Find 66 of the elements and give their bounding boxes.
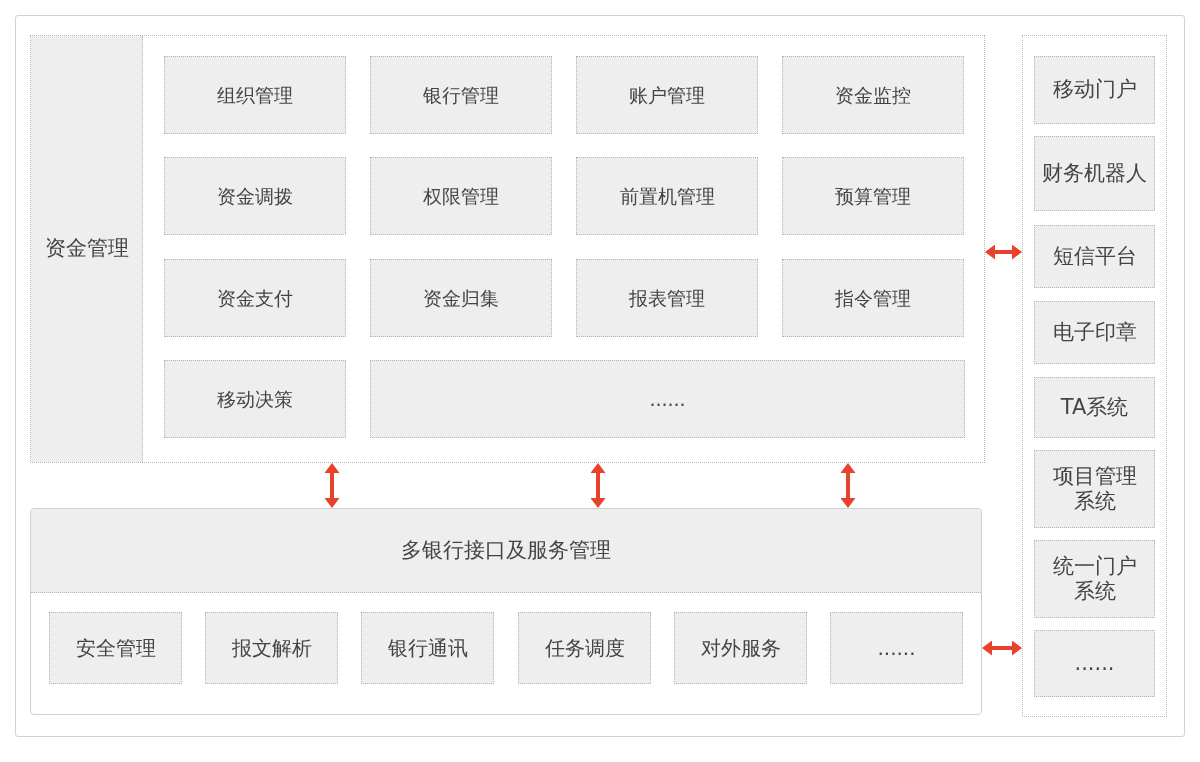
system-box (1034, 630, 1155, 697)
ellipsis-text: ...... (1074, 650, 1115, 677)
service-box (49, 612, 182, 684)
service-box (361, 612, 494, 684)
module-name: 前置机管理 (619, 184, 715, 208)
service-name: 对外服务 (700, 636, 781, 660)
service-name: 报文解析 (231, 636, 312, 660)
system-box (1034, 56, 1155, 124)
system-box (1034, 450, 1155, 528)
module-panel (30, 35, 985, 463)
double-arrow (982, 640, 1022, 656)
system-box (1034, 225, 1155, 288)
system-name: 统一门户系统 (1051, 553, 1138, 605)
system-name: 财务机器人 (1042, 160, 1147, 187)
service-box (674, 612, 807, 684)
panel-title: 资金管理 (44, 236, 129, 262)
module-box (164, 259, 346, 337)
double-arrow (840, 463, 856, 508)
system-name: 电子印章 (1052, 319, 1137, 346)
service-panel (30, 508, 982, 715)
module-box (370, 360, 965, 438)
system-name: 短信平台 (1052, 243, 1137, 270)
service-box (518, 612, 651, 684)
system-box (1034, 301, 1155, 364)
module-name: 权限管理 (423, 184, 499, 208)
module-box (164, 157, 346, 235)
system-name: 移动门户 (1052, 77, 1137, 103)
module-name: 账户管理 (629, 83, 705, 107)
service-box (205, 612, 338, 684)
service-name: 安全管理 (75, 636, 156, 660)
module-name: 银行管理 (423, 83, 499, 107)
module-box (370, 157, 552, 235)
system-box (1034, 540, 1155, 618)
system-name: TA系统 (1060, 394, 1129, 421)
double-arrow (324, 463, 340, 508)
module-box (576, 56, 758, 134)
system-name: 项目管理系统 (1051, 463, 1138, 515)
double-arrow (985, 244, 1022, 260)
module-box (782, 157, 964, 235)
module-box (164, 56, 346, 134)
module-box (370, 56, 552, 134)
module-name: 资金监控 (835, 83, 911, 107)
module-name: 移动决策 (217, 387, 293, 411)
module-name: 资金支付 (217, 286, 293, 310)
module-name: 预算管理 (835, 184, 911, 208)
module-box (164, 360, 346, 438)
ellipsis-text: ...... (877, 636, 916, 660)
service-name: 任务调度 (544, 636, 625, 660)
ellipsis-text: ...... (649, 387, 686, 411)
module-box (370, 259, 552, 337)
module-name: 组织管理 (217, 83, 293, 107)
module-name: 资金调拨 (217, 184, 293, 208)
service-name: 银行通讯 (387, 636, 468, 660)
module-name: 报表管理 (629, 286, 705, 310)
module-box (782, 259, 964, 337)
module-box (576, 157, 758, 235)
system-box (1034, 136, 1155, 211)
system-panel (1022, 35, 1167, 717)
module-box (576, 259, 758, 337)
double-arrow (590, 463, 606, 508)
service-box (830, 612, 963, 684)
system-box (1034, 377, 1155, 438)
module-name: 资金归集 (423, 286, 499, 310)
module-name: 指令管理 (835, 286, 911, 310)
panel-title: 多银行接口及服务管理 (401, 537, 611, 564)
module-box (782, 56, 964, 134)
